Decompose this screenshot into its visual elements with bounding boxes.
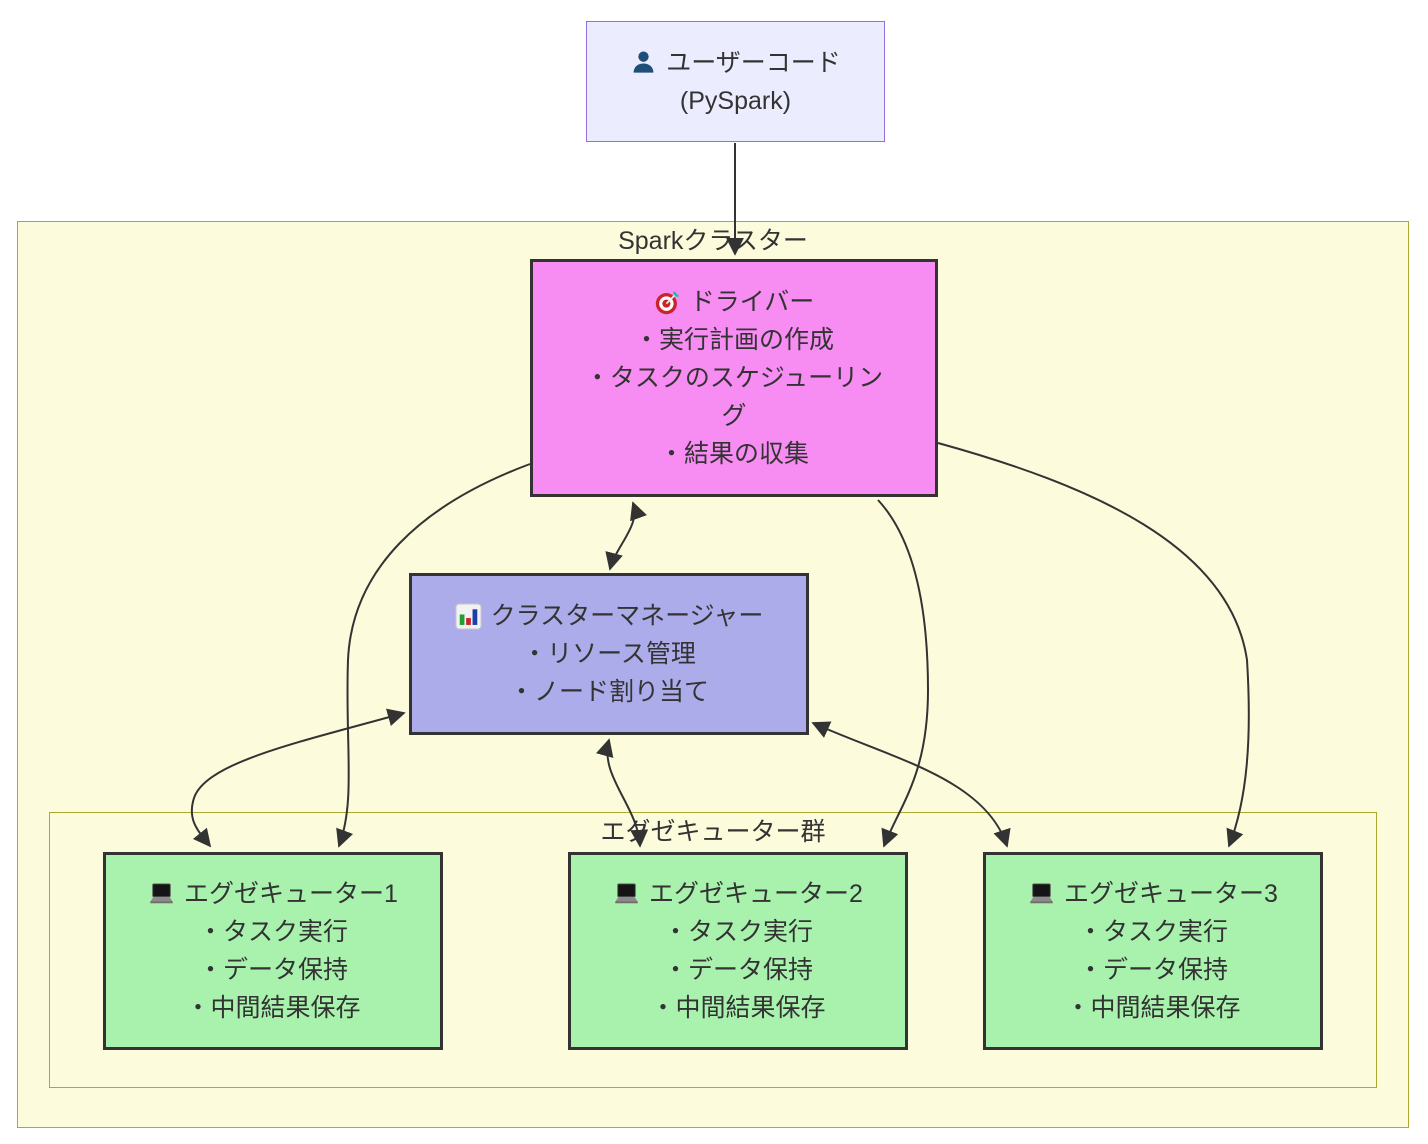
edge-driver-to-executor1 <box>336 463 531 848</box>
executor3-item: ・データ保持 <box>1077 956 1228 984</box>
executor3-item: ・タスク実行 <box>1077 918 1228 946</box>
dart-target-icon <box>655 290 679 314</box>
edge-cluster-manager-executor2-bidirectional <box>596 738 649 848</box>
node-driver: ドライバー ・実行計画の作成 ・タスクのスケジューリン グ ・結果の収集 <box>530 259 938 497</box>
edge-cluster-manager-executor3-bidirectional <box>811 721 1011 848</box>
driver-title: ドライバー <box>689 288 815 316</box>
spark-cluster-group-label: Sparkクラスター <box>618 227 808 255</box>
executor2-item: ・タスク実行 <box>662 918 813 946</box>
edge-driver-cluster-manager-bidirectional <box>605 501 647 571</box>
executor2-title: エグゼキューター2 <box>649 880 863 908</box>
executor3-item: ・中間結果保存 <box>1065 994 1241 1022</box>
laptop-icon <box>1030 882 1053 903</box>
edge-driver-to-executor2 <box>877 499 930 848</box>
node-user-code: ユーザーコード (PySpark) <box>586 21 885 142</box>
bar-chart-icon <box>454 602 482 630</box>
driver-item: ・タスクのスケジューリン <box>584 364 884 392</box>
node-cluster-manager: クラスターマネージャー ・リソース管理 ・ノード割り当て <box>409 573 809 735</box>
edge-cluster-manager-executor1-bidirectional <box>190 708 406 848</box>
executor2-item: ・データ保持 <box>662 956 813 984</box>
driver-item: グ <box>721 402 747 430</box>
user-code-subtitle: (PySpark) <box>679 86 792 115</box>
driver-item: ・実行計画の作成 <box>633 326 834 354</box>
edge-driver-to-executor3 <box>937 442 1250 848</box>
cluster-manager-title: クラスターマネージャー <box>490 602 764 630</box>
node-executor1: エグゼキューター1 ・タスク実行 ・データ保持 ・中間結果保存 <box>103 852 443 1050</box>
laptop-icon <box>615 882 638 903</box>
cluster-manager-item: ・ノード割り当て <box>508 678 709 706</box>
executor1-item: ・データ保持 <box>197 956 348 984</box>
user-icon <box>633 51 654 73</box>
executor2-item: ・中間結果保存 <box>650 994 826 1022</box>
cluster-manager-item: ・リソース管理 <box>522 640 696 668</box>
node-executor3: エグゼキューター3 ・タスク実行 ・データ保持 ・中間結果保存 <box>983 852 1323 1050</box>
node-executor2: エグゼキューター2 ・タスク実行 ・データ保持 ・中間結果保存 <box>568 852 908 1050</box>
executor1-item: ・中間結果保存 <box>185 994 361 1022</box>
executor1-item: ・タスク実行 <box>197 918 348 946</box>
driver-item: ・結果の収集 <box>658 440 809 468</box>
user-code-title: ユーザーコード <box>666 48 841 77</box>
laptop-icon <box>150 882 173 903</box>
executor1-title: エグゼキューター1 <box>184 880 398 908</box>
executor3-title: エグゼキューター3 <box>1064 880 1278 908</box>
